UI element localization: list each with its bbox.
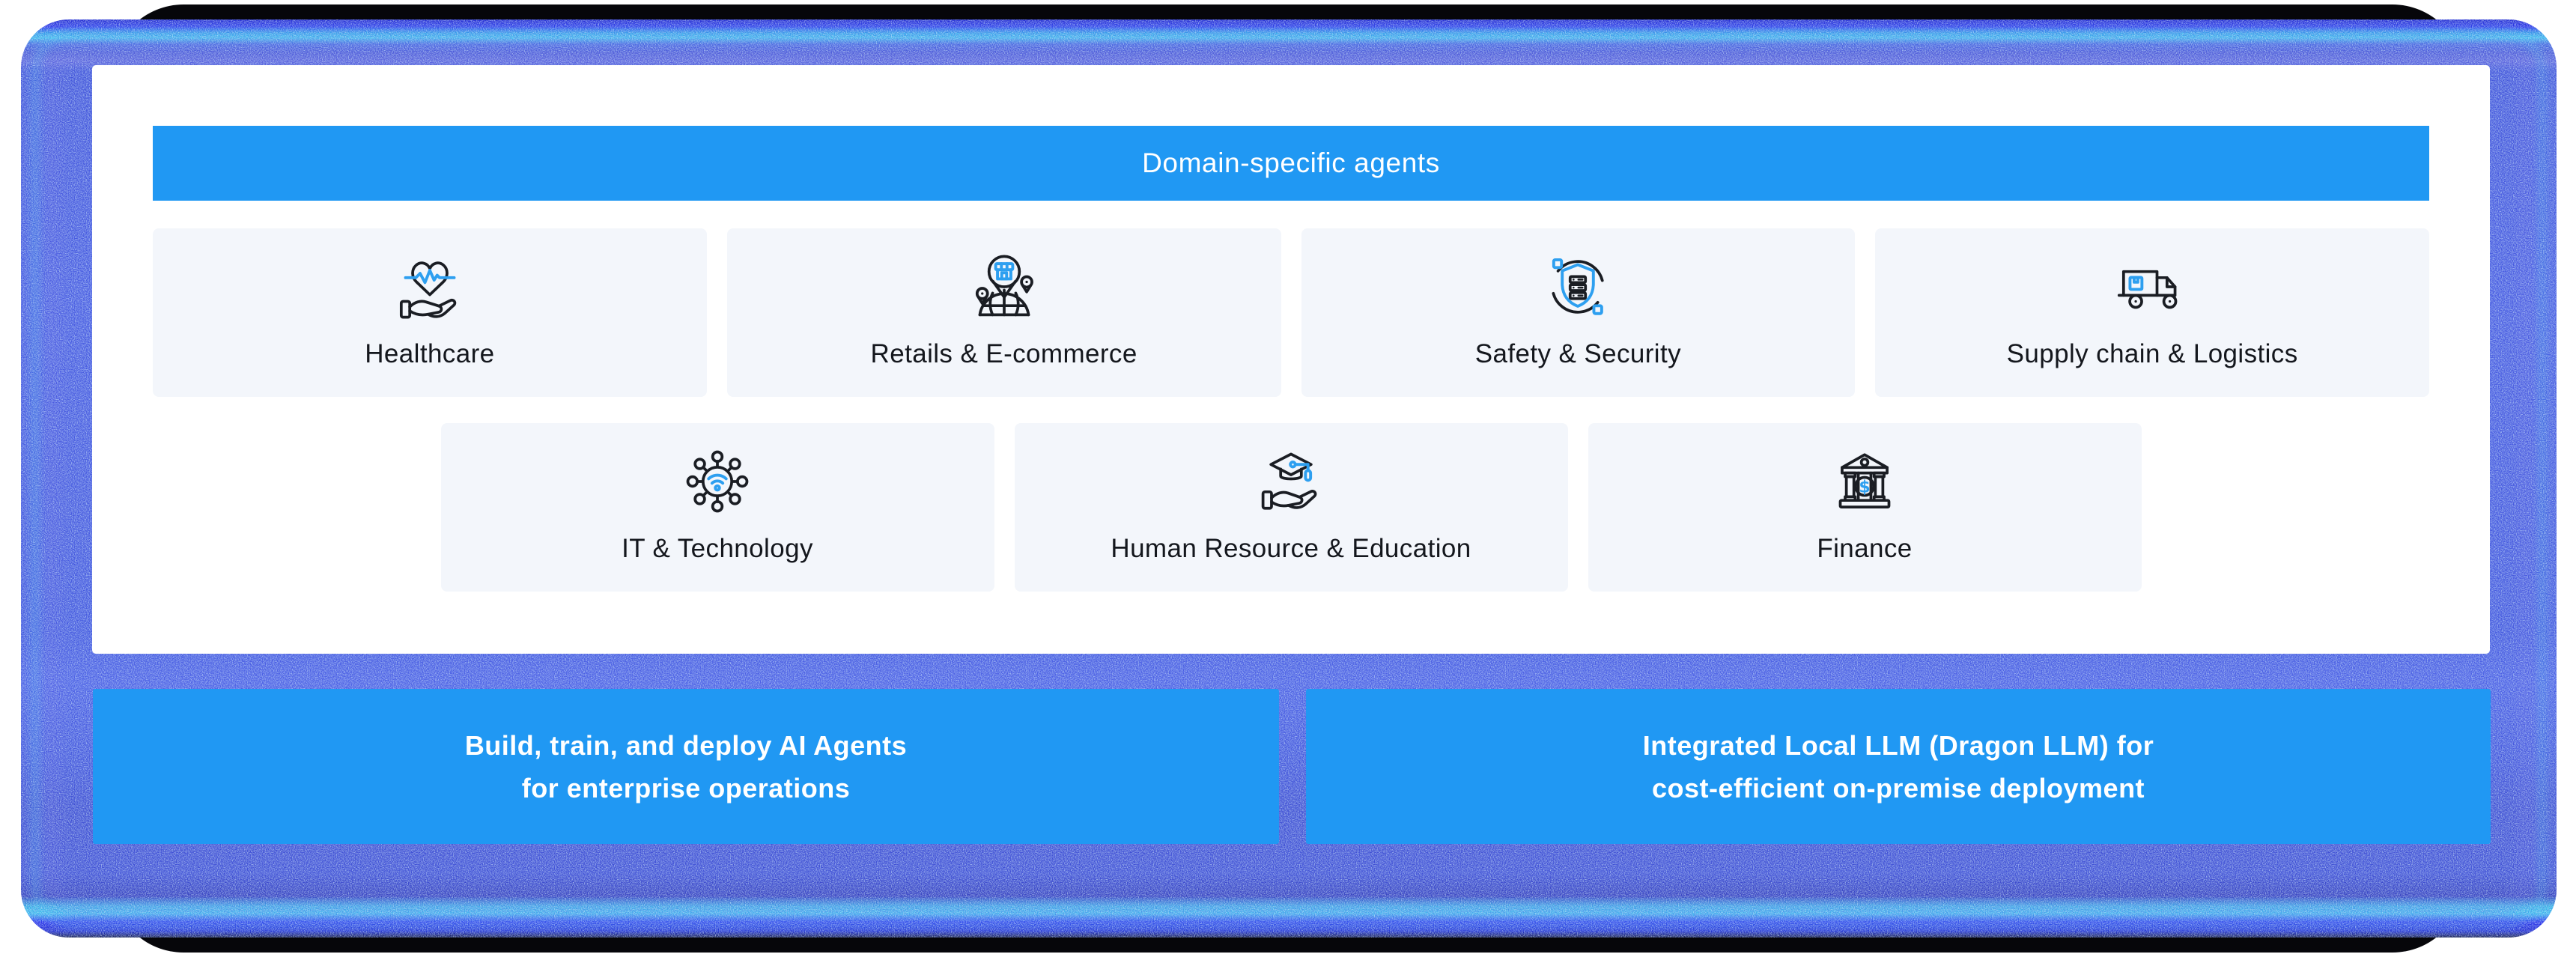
graduation-cap-hand-icon bbox=[1252, 440, 1330, 523]
domain-cards-row-1: Healthcare bbox=[153, 228, 2429, 397]
content-panel: Domain-specific agents Healthcare bbox=[92, 65, 2490, 654]
card-label: Human Resource & Education bbox=[1111, 534, 1471, 563]
network-wifi-icon bbox=[678, 440, 756, 523]
banner-line: for enterprise operations bbox=[521, 772, 851, 803]
card-label: Safety & Security bbox=[1474, 339, 1681, 368]
domain-card-safety-security: Safety & Security bbox=[1301, 228, 1856, 397]
banner-line: cost-efficient on-premise deployment bbox=[1651, 772, 2145, 803]
domain-card-it-technology: IT & Technology bbox=[440, 423, 994, 592]
domain-card-hr-education: Human Resource & Education bbox=[1014, 423, 1568, 592]
banner-local-llm: Integrated Local LLM (Dragon LLM) for co… bbox=[1306, 689, 2491, 844]
header-bar: Domain-specific agents bbox=[153, 126, 2429, 201]
shield-server-icon bbox=[1539, 245, 1617, 329]
store-map-pin-icon bbox=[965, 245, 1043, 329]
domain-card-healthcare: Healthcare bbox=[153, 228, 707, 397]
domain-card-finance: $ Finance bbox=[1588, 423, 2142, 592]
bank-dollar-icon: $ bbox=[1826, 440, 1904, 523]
banner-line: Build, train, and deploy AI Agents bbox=[464, 729, 908, 761]
heart-in-hand-icon bbox=[391, 245, 469, 329]
card-label: Finance bbox=[1817, 534, 1913, 563]
banner-ai-agents: Build, train, and deploy AI Agents for e… bbox=[93, 689, 1279, 844]
card-label: Healthcare bbox=[365, 339, 495, 368]
card-label: Retails & E-commerce bbox=[870, 339, 1137, 368]
card-label: Supply chain & Logistics bbox=[2006, 339, 2298, 368]
card-label: IT & Technology bbox=[622, 534, 813, 563]
domain-card-retails-ecommerce: Retails & E-commerce bbox=[726, 228, 1281, 397]
page-title: Domain-specific agents bbox=[1142, 148, 1440, 178]
delivery-truck-icon bbox=[2113, 245, 2191, 329]
domain-cards-row-2: IT & Technology bbox=[153, 423, 2429, 592]
svg-text:$: $ bbox=[1859, 478, 1870, 497]
domain-card-supply-chain-logistics: Supply chain & Logistics bbox=[1875, 228, 2429, 397]
banner-line: Integrated Local LLM (Dragon LLM) for bbox=[1642, 729, 2154, 761]
